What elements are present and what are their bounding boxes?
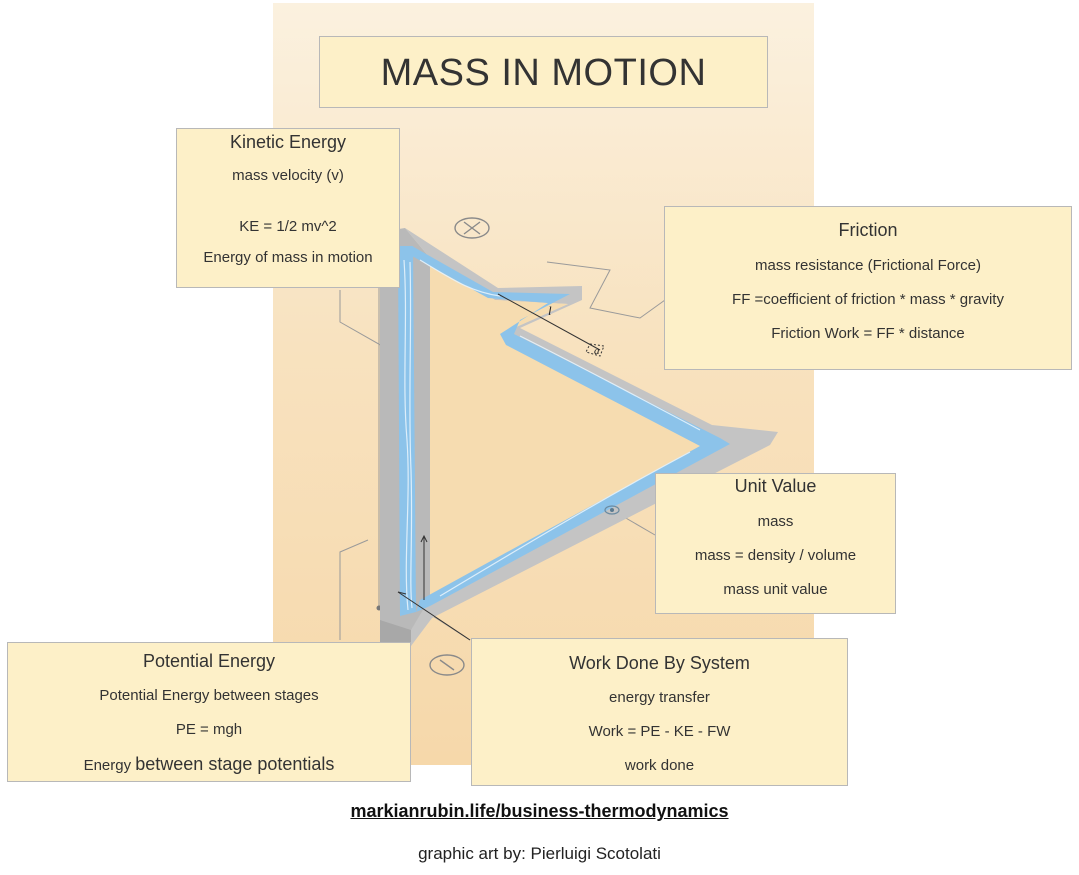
cross-section-marker	[585, 343, 605, 357]
unit-value-box: Unit Value mass mass = density / volume …	[655, 473, 896, 614]
friction-heading: Friction	[838, 220, 898, 240]
potential-energy-heading: Potential Energy	[142, 651, 276, 671]
water-ripples	[403, 259, 701, 611]
art-credit: graphic art by: Pierluigi Scotolati	[418, 844, 661, 863]
friction-box: Friction mass resistance (Frictional For…	[664, 206, 1072, 370]
kinetic-energy-heading: Kinetic Energy	[229, 132, 347, 152]
kinetic-energy-line1: mass velocity (v)	[232, 167, 344, 184]
length-label: l	[548, 303, 552, 318]
unit-value-line1: mass	[757, 513, 794, 530]
kinetic-energy-box: Kinetic Energy mass velocity (v) KE = 1/…	[176, 128, 400, 288]
area-label: a	[594, 345, 600, 357]
potential-energy-line1: Potential Energy between stages	[99, 687, 319, 704]
work-done-formula: Work = PE - KE - FW	[588, 723, 731, 740]
potential-energy-line3-small: Energy	[83, 757, 132, 774]
into-page-symbol	[454, 217, 490, 239]
length-arrow	[397, 293, 601, 641]
potential-energy-line3-large: between stage potentials	[135, 754, 335, 774]
potential-energy-line3: Energy between stage potentials	[8, 754, 410, 775]
friction-line2: FF =coefficient of friction * mass * gra…	[732, 291, 1004, 308]
potential-energy-formula: PE = mgh	[175, 721, 243, 738]
kinetic-energy-line3: Energy of mass in motion	[203, 249, 373, 266]
kinetic-energy-formula: KE = 1/2 mv^2	[239, 218, 337, 235]
unit-value-line3: mass unit value	[723, 581, 828, 598]
work-done-box: Work Done By System energy transfer Work…	[471, 638, 848, 786]
work-done-line3: work done	[624, 757, 695, 774]
flow-dot-icon	[604, 505, 620, 515]
page-title: MASS IN MOTION	[380, 52, 707, 94]
unit-value-line2: mass = density / volume	[694, 547, 857, 564]
unit-value-heading: Unit Value	[734, 476, 817, 496]
work-done-line1: energy transfer	[609, 689, 710, 706]
out-of-page-symbol	[429, 654, 465, 676]
friction-line3: Friction Work = FF * distance	[771, 325, 965, 342]
title-box: MASS IN MOTION	[319, 36, 768, 108]
potential-energy-box: Potential Energy Potential Energy betwee…	[7, 642, 411, 782]
work-done-heading: Work Done By System	[569, 653, 750, 673]
source-link[interactable]: markianrubin.life/business-thermodynamic…	[350, 801, 729, 821]
friction-line1: mass resistance (Frictional Force)	[755, 257, 981, 274]
